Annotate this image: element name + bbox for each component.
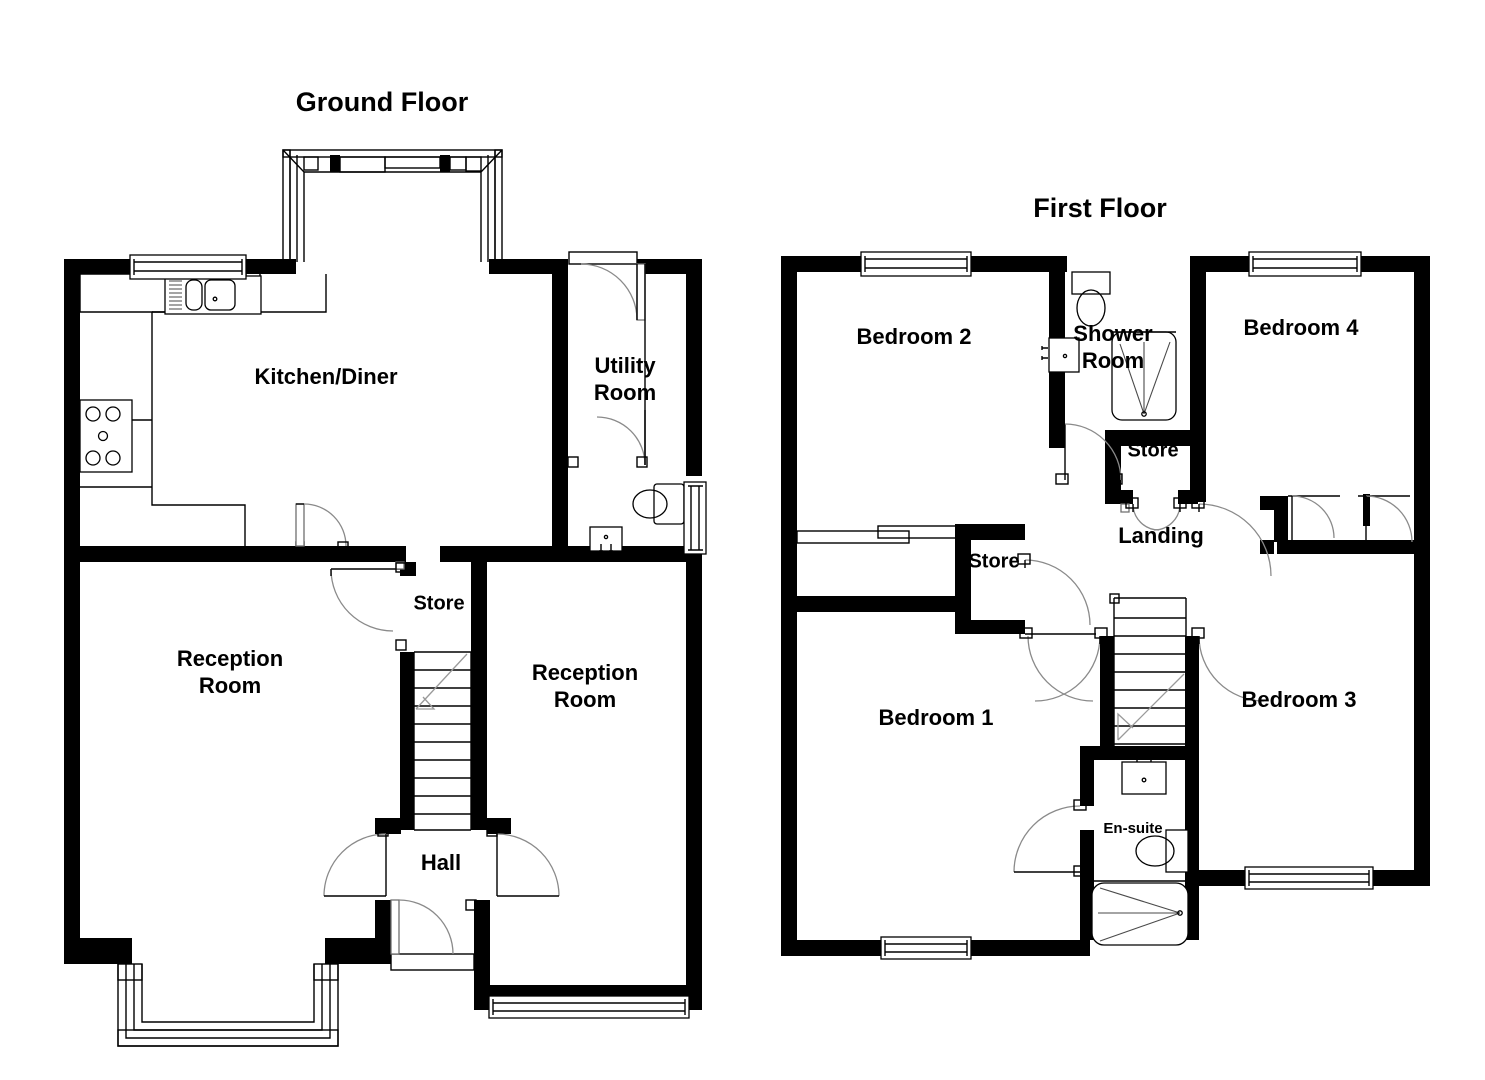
first-floor-title: First Floor	[1033, 193, 1167, 223]
utility-wc-door	[567, 264, 648, 468]
wc-fixtures	[589, 481, 707, 555]
label-shower-room-line1: Shower	[1073, 321, 1153, 346]
staircase-first	[1109, 593, 1187, 746]
label-utility-room-line2: Room	[594, 380, 656, 405]
kitchen-window	[129, 254, 247, 280]
ensuite-door	[1013, 799, 1087, 877]
store-upper-doors	[1120, 497, 1187, 531]
label-store-upper: Store	[1127, 439, 1178, 461]
bedroom1-door	[1034, 627, 1108, 702]
label-reception-room-left-line1: Reception	[177, 646, 283, 671]
ensuite-fixtures	[1091, 752, 1189, 946]
ground-floor-plan: Ground Floor	[64, 87, 707, 1047]
first-floor-plan: First Floor	[781, 193, 1430, 960]
label-bedroom-2: Bedroom 2	[857, 324, 972, 349]
hall-doors	[323, 825, 560, 971]
window-right-reception	[488, 995, 690, 1019]
first-floor-labels: Bedroom 2 Shower Room Bedroom 4 Store La…	[857, 315, 1360, 837]
label-bedroom-4: Bedroom 4	[1244, 315, 1360, 340]
bedroom4-wardrobe-doors	[1288, 494, 1413, 543]
label-store-ground: Store	[413, 592, 464, 614]
label-hall: Hall	[421, 850, 461, 875]
first-floor-walls	[781, 256, 1430, 956]
kitchen-hall-door	[295, 503, 349, 551]
label-reception-room-left-line2: Room	[199, 673, 261, 698]
label-reception-room-right-line1: Reception	[532, 660, 638, 685]
staircase-ground	[400, 651, 472, 831]
utility-room-top-door	[568, 251, 646, 321]
label-bedroom-1: Bedroom 1	[879, 705, 994, 730]
bedroom3-door	[1191, 627, 1265, 702]
label-landing: Landing	[1118, 523, 1204, 548]
shower-room-fixtures	[1041, 271, 1177, 421]
ground-floor-title: Ground Floor	[296, 87, 469, 117]
kitchen-sink-icon	[164, 270, 262, 315]
label-store-lower: Store	[968, 550, 1019, 572]
label-shower-room-line2: Room	[1082, 348, 1144, 373]
label-utility-room-line1: Utility	[594, 353, 656, 378]
shower-room-door	[1055, 423, 1123, 485]
label-bedroom-3: Bedroom 3	[1242, 687, 1357, 712]
label-reception-room-right-line2: Room	[554, 687, 616, 712]
label-kitchen-diner: Kitchen/Diner	[254, 364, 397, 389]
store-lower-door	[1017, 553, 1096, 702]
bedroom2-sliding-opening	[796, 525, 959, 544]
label-ensuite: En-suite	[1103, 820, 1162, 837]
bay-window-left-reception	[117, 963, 339, 1047]
hob-icon	[79, 399, 133, 473]
bedroom4-door	[1191, 495, 1272, 577]
store-door-ground	[330, 561, 407, 651]
first-floor-bottom-windows	[880, 866, 1374, 960]
first-floor-top-windows	[860, 251, 1362, 277]
ground-floor-labels: Kitchen/Diner Utility Room Store Recepti…	[177, 353, 656, 875]
